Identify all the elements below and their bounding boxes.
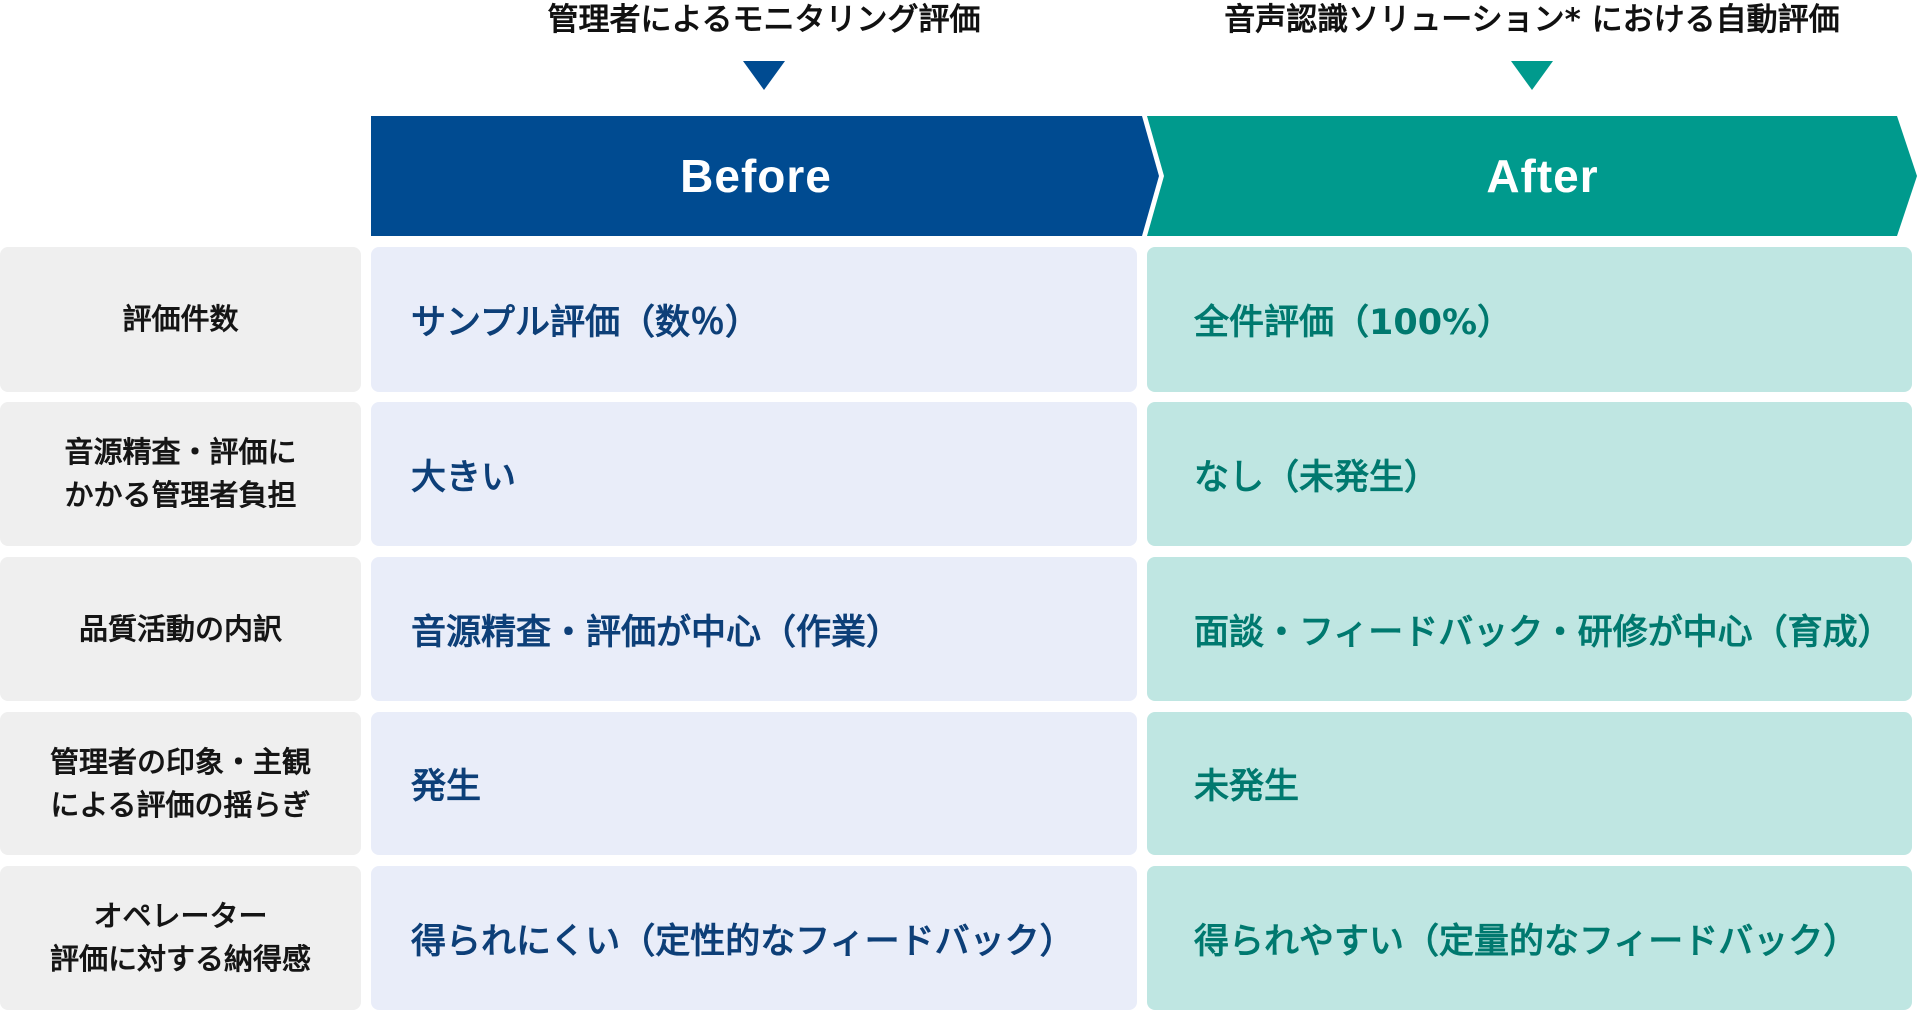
before-cell: 大きい [371, 402, 1137, 546]
before-cell: 得られにくい（定性的なフィードバック） [371, 866, 1137, 1010]
row-label: 品質活動の内訳 [0, 557, 361, 701]
after-header-label: After [1486, 150, 1599, 202]
row-label: 管理者の印象・主観 による評価の揺らぎ [0, 712, 361, 855]
before-header-label: Before [680, 150, 832, 202]
after-arrow-down-icon [1511, 61, 1553, 90]
before-cell: 発生 [371, 712, 1137, 855]
row-label: 評価件数 [0, 247, 361, 392]
row-label: オペレーター 評価に対する納得感 [0, 866, 361, 1010]
before-caption: 管理者によるモニタリング評価 [547, 2, 981, 38]
after-cell: 未発生 [1147, 712, 1912, 855]
after-caption: 音声認識ソリューション* における自動評価 [1224, 2, 1840, 38]
after-cell: なし（未発生） [1147, 402, 1912, 546]
after-chevron-shape [1147, 116, 1917, 236]
after-cell: 得られやすい（定量的なフィードバック） [1147, 866, 1912, 1010]
before-cell: サンプル評価（数％） [371, 247, 1137, 392]
before-chevron-shape [371, 116, 1159, 236]
before-header: Before [371, 116, 1161, 236]
before-arrow-down-icon [743, 61, 785, 90]
after-header: After [1145, 116, 1920, 236]
after-cell: 全件評価（100%） [1147, 247, 1912, 392]
before-cell: 音源精査・評価が中心（作業） [371, 557, 1137, 701]
row-label: 音源精査・評価に かかる管理者負担 [0, 402, 361, 546]
after-cell: 面談・フィードバック・研修が中心（育成） [1147, 557, 1912, 701]
